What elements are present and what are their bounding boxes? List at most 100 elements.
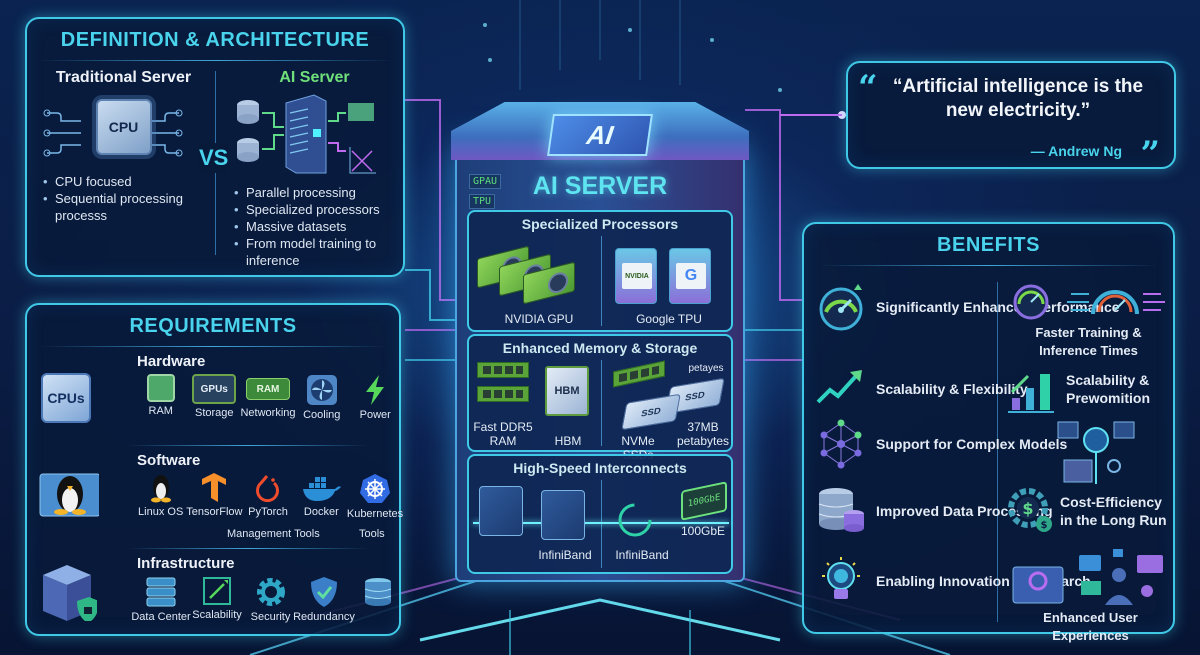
divider (127, 445, 369, 446)
divider (601, 360, 602, 446)
tpu-chip-label: G (676, 263, 706, 289)
definition-architecture-panel: DEFINITION & ARCHITECTURE VS Traditional… (25, 17, 405, 277)
item-label: Linux OS (138, 506, 184, 518)
server-rack-icon (146, 577, 176, 607)
benefit-scalability-flexibility: Scalability & Flexibility (816, 364, 1028, 414)
infra-item-data-center: Data Center (131, 576, 191, 623)
server-lock-icon (43, 565, 97, 621)
cpus-chip-label: CPUs (47, 390, 85, 406)
panel-title: BENEFITS (937, 234, 1040, 256)
traditional-server-bullets: CPU focused Sequential processing proces… (43, 173, 204, 224)
divider (601, 236, 602, 326)
open-quote-icon: “ (858, 68, 878, 108)
divider (37, 60, 393, 61)
database-icon (237, 100, 259, 162)
user-experience-icon (1012, 549, 1163, 605)
divider (601, 480, 602, 568)
software-item-pytorch: PyTorch (244, 473, 291, 520)
hbm-chip-label: HBM (554, 385, 580, 397)
specialized-processors-section: Specialized Processors NVIDIA GPU NVIDIA… (467, 210, 733, 332)
item-label: PyTorch (248, 506, 288, 518)
benefit-scalability-prewomition: Scalability & Prewomition (1006, 364, 1173, 414)
infra-item-database (356, 576, 399, 623)
benefit-label: Scalability & Prewomition (1066, 372, 1151, 406)
item-label: Storage (194, 407, 234, 419)
infrastructure-section: Infrastructure Data Center Scalability S… (27, 555, 399, 647)
ai-server-illustration: AI GPAU TPU AI SERVER Specialized Proces… (451, 102, 749, 602)
ram-stick-icon (477, 386, 529, 402)
infiniband-label-2: InfiniBand (615, 548, 669, 562)
divider (39, 346, 387, 347)
benefit-label: Improved Data Processing (876, 503, 1053, 519)
trend-up-icon (816, 370, 862, 404)
bullet-item: processs (55, 208, 108, 223)
size-label: 37MB petabytes (676, 420, 730, 448)
linux-penguin-icon (39, 473, 99, 517)
bullet-item: Sequential processing (43, 190, 204, 207)
infrastructure-heading: Infrastructure (137, 555, 235, 572)
hbm-chip-icon: HBM (545, 366, 589, 416)
bullet-item: From model training to (234, 235, 395, 252)
item-label: Power (359, 409, 391, 421)
software-item-docker: Docker (298, 473, 345, 520)
cpus-chip-icon: CPUs (41, 373, 91, 423)
traditional-server-heading: Traditional Server (55, 69, 192, 86)
item-label: Docker (303, 506, 339, 518)
nvidia-gpu-label: NVIDIA GPU (504, 312, 574, 326)
ssd-label: SSD (640, 405, 662, 419)
infra-item-scalability: Scalability (192, 576, 242, 623)
server-title: AI SERVER (532, 172, 668, 200)
close-quote-icon: ” (1140, 134, 1160, 174)
switch-icon (479, 486, 523, 536)
vs-label: VS (199, 143, 229, 173)
dollar-gear-icon: $$ (1008, 488, 1052, 532)
petabytes-note: petayes (688, 363, 724, 374)
item-label: Cooling (303, 409, 341, 421)
hardware-item-storage: GPUs Storage (191, 374, 239, 421)
gear-icon (256, 578, 285, 606)
benefit-ai-analysis (1056, 420, 1136, 486)
software-section: Software Linux OS TensorFlow PyTorch Doc… (27, 452, 403, 544)
software-heading: Software (137, 452, 201, 469)
tpu-chip-label: NVIDIA (622, 263, 652, 289)
lightning-icon (366, 375, 385, 405)
ai-server-bullets: Parallel processing Specialized processo… (234, 184, 395, 269)
benefit-label: Support for Complex Models (876, 436, 1068, 452)
hardware-item-cooling: Cooling (298, 374, 346, 421)
ssd-label: SSD (684, 389, 706, 403)
item-label: Scalability (192, 609, 242, 621)
benefit-cost-efficiency: $$ Cost-Efficiency in the Long Run (1006, 486, 1173, 536)
penguin-icon (150, 475, 171, 503)
hardware-item-power: Power (352, 374, 400, 421)
quote-panel: “ “Artificial intelligence is the new el… (846, 61, 1176, 174)
section-heading: Specialized Processors (521, 216, 679, 232)
hardware-heading: Hardware (137, 353, 206, 370)
panel-title: REQUIREMENTS (129, 315, 297, 337)
ssd-icon: SSD (621, 393, 681, 431)
benefit-label: Cost-Efficiency in the Long Run (1060, 494, 1167, 528)
database-icon (364, 578, 391, 606)
infiniband-adapter-icon (541, 490, 585, 540)
divider (818, 265, 1159, 266)
rack-label: TPU (469, 194, 496, 209)
item-label: Data Center (131, 611, 191, 623)
database-icon (818, 488, 864, 532)
item-label: Redundancy (293, 611, 355, 623)
kubernetes-wheel-icon (359, 474, 390, 503)
tools-note: Tools (359, 528, 385, 540)
benefit-user-experiences: Enhanced User Experiences (1008, 549, 1173, 645)
benefit-performance: Significantly Enhanced Performance (816, 282, 1120, 332)
benefit-data-processing: Improved Data Processing (816, 486, 1053, 536)
divider (127, 548, 369, 549)
requirements-panel: REQUIREMENTS CPUs Hardware RAM GPUs Stor… (25, 303, 403, 636)
ai-analysis-icon (1057, 421, 1135, 484)
item-label: Security (250, 611, 291, 623)
cpu-chip-label: CPU (108, 119, 139, 135)
software-item-tensorflow: TensorFlow (186, 473, 242, 520)
google-tpu-label: Google TPU (636, 312, 702, 326)
ai-server-column: AI Server Parallel processing Spe (212, 61, 403, 268)
lightbulb-icon (822, 557, 860, 599)
ram-stick-icon (613, 360, 665, 388)
item-label: Networking (240, 407, 296, 419)
quote-author: — Andrew Ng (1030, 143, 1122, 159)
